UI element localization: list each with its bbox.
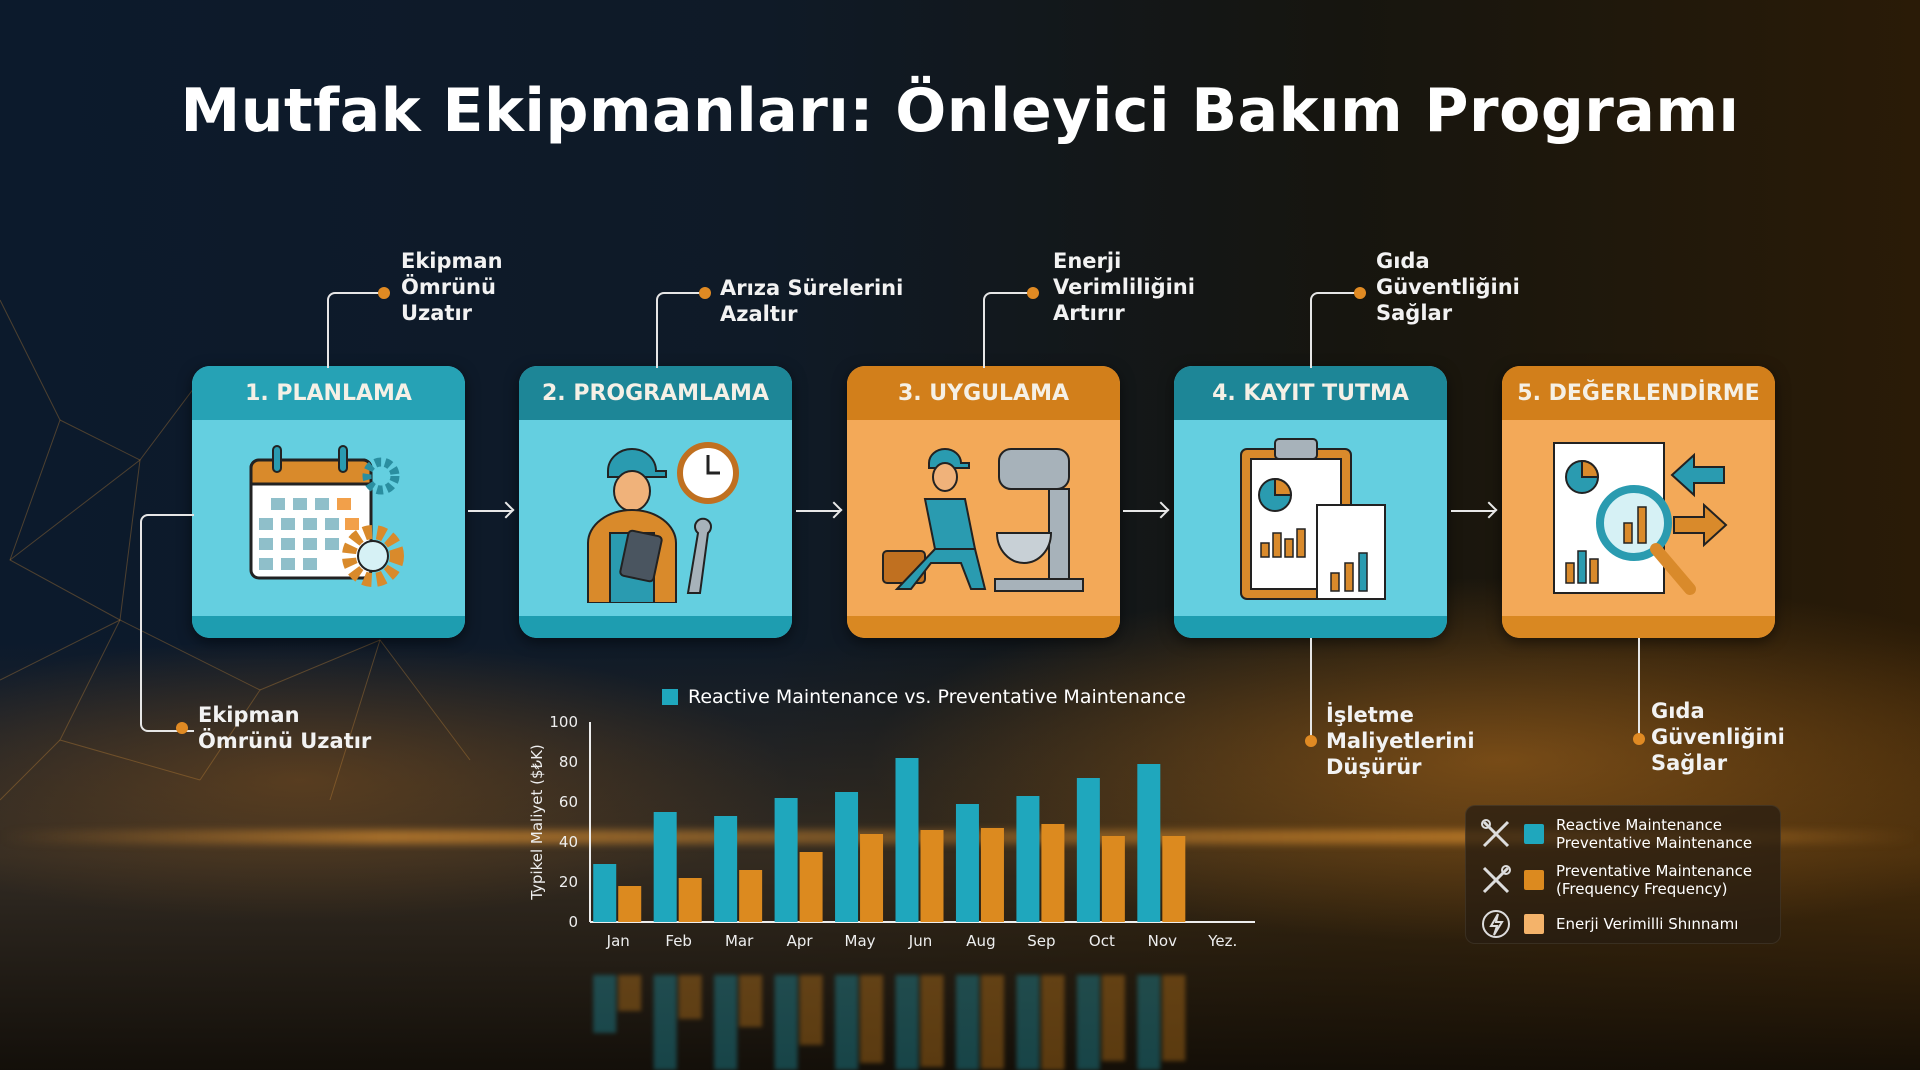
svg-text:Typikel Maliyet ($₺K): Typikel Maliyet ($₺K) <box>528 744 546 901</box>
connector-line <box>1310 292 1362 368</box>
legend-swatch <box>662 689 678 705</box>
step-title: 2. PROGRAMLAMA <box>519 366 792 420</box>
connector-dot <box>378 287 390 299</box>
wrench-screwdriver-icon <box>1481 819 1510 848</box>
calendar-gear-icon <box>249 445 404 587</box>
flow-arrow-icon <box>1451 510 1495 512</box>
legend-item: Preventative Maintenance(Frequency Frequ… <box>1480 862 1752 898</box>
lightning-circle-icon <box>1482 910 1510 938</box>
step-title: 4. KAYIT TUTMA <box>1174 366 1447 420</box>
svg-text:40: 40 <box>559 833 578 851</box>
page-title: Mutfak Ekipmanları: Önleyici Bakım Progr… <box>180 76 1740 146</box>
flow-arrow-icon <box>796 510 840 512</box>
svg-text:Mar: Mar <box>725 932 754 950</box>
connector-dot <box>699 287 711 299</box>
step-box-kayit-tutma: 4. KAYIT TUTMA <box>1174 366 1447 638</box>
connector-line <box>983 292 1035 368</box>
svg-text:Yez.: Yez. <box>1207 932 1237 950</box>
step-box-uygulama: 3. UYGULAMA <box>847 366 1120 638</box>
svg-text:May: May <box>845 932 876 950</box>
svg-text:Sep: Sep <box>1027 932 1055 950</box>
step-title: 5. DEĞERLENDİRME <box>1502 366 1775 420</box>
svg-text:80: 80 <box>559 753 578 771</box>
svg-text:Feb: Feb <box>665 932 692 950</box>
report-magnifier-icon <box>1552 442 1727 595</box>
svg-text:Oct: Oct <box>1089 932 1115 950</box>
svg-text:Jun: Jun <box>908 932 932 950</box>
connector-line <box>656 292 708 368</box>
svg-text:20: 20 <box>559 873 578 891</box>
flow-arrow-icon <box>1123 510 1167 512</box>
legend-item: Enerji Verimilli Shınnamı <box>1480 908 1738 940</box>
connector-line <box>327 292 385 368</box>
connector-line <box>140 514 194 732</box>
connector-line <box>1310 638 1312 738</box>
step-title: 3. UYGULAMA <box>847 366 1120 420</box>
svg-text:Nov: Nov <box>1148 932 1177 950</box>
technician-mixer-repair-icon <box>881 448 1084 592</box>
svg-text:Aug: Aug <box>966 932 995 950</box>
svg-text:Jan: Jan <box>606 932 630 950</box>
step-box-degerlendirme: 5. DEĞERLENDİRME <box>1502 366 1775 638</box>
chart-title: Reactive Maintenance vs. Preventative Ma… <box>662 686 1186 708</box>
connector-dot <box>1027 287 1039 299</box>
step-box-planlama: 1. PLANLAMA <box>192 366 465 638</box>
connector-line <box>1638 638 1640 734</box>
svg-text:100: 100 <box>549 713 578 731</box>
network-lines-decoration <box>0 299 471 801</box>
clipboard-report-icon <box>1239 438 1386 600</box>
flow-arrow-icon <box>468 510 512 512</box>
step-box-programlama: 2. PROGRAMLAMA <box>519 366 792 638</box>
connector-dot <box>1354 287 1366 299</box>
connector-dot <box>176 722 188 734</box>
wrench-screwdriver-icon <box>1482 865 1511 894</box>
step-title: 1. PLANLAMA <box>192 366 465 420</box>
connector-dot <box>1633 733 1645 745</box>
svg-text:Apr: Apr <box>787 932 814 950</box>
svg-text:0: 0 <box>568 913 578 931</box>
svg-text:60: 60 <box>559 793 578 811</box>
chart-reflection <box>593 975 1186 1070</box>
connector-dot <box>1305 735 1317 747</box>
technician-clock-icon <box>587 442 739 603</box>
